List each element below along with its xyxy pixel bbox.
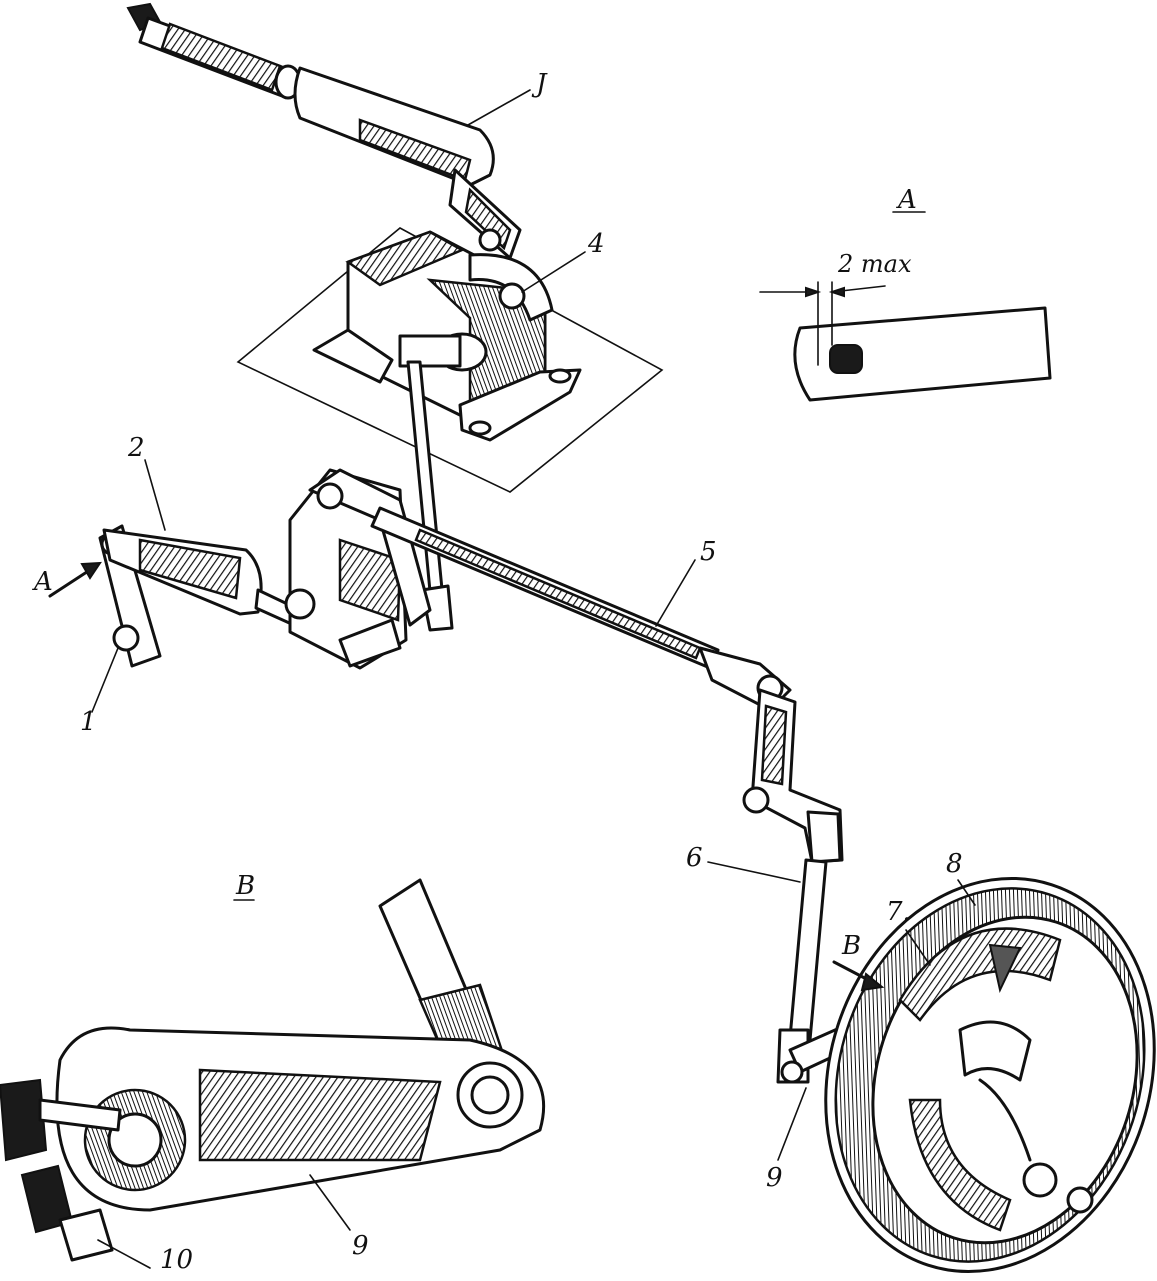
hand-lever-assembly (126, 2, 522, 260)
label-part-7: 7. (886, 897, 911, 927)
detail-b-view (0, 878, 546, 1262)
label-part-9-lever: 9 (352, 1231, 369, 1261)
brake-drum-assembly (824, 876, 1156, 1274)
lever-bracket-assembly (236, 227, 664, 632)
label-part-2: 2 (127, 433, 145, 463)
part-labels: 1 2 J 4 5 6 7. 8 9 9 10 A A B B 2 max (32, 69, 963, 1275)
label-part-1: 1 (80, 707, 97, 737)
intermediate-lever-assembly (98, 468, 432, 670)
label-part-10: 10 (160, 1245, 193, 1275)
label-view-a-arrow: A (32, 567, 53, 597)
label-part-9-rod: 9 (766, 1163, 783, 1193)
label-part-3: J (531, 69, 548, 99)
label-view-b-arrow: B (841, 931, 861, 961)
leader-lines (48, 89, 976, 1269)
label-gap-dimension: 2 max (837, 250, 912, 278)
label-part-6: 6 (686, 843, 703, 873)
label-view-b-title: B (235, 871, 255, 901)
label-part-5: 5 (700, 537, 717, 567)
detail-a-view (759, 211, 1052, 402)
label-view-a-title: A (896, 185, 917, 215)
label-part-8: 8 (946, 849, 963, 879)
label-part-4: 4 (587, 229, 605, 259)
